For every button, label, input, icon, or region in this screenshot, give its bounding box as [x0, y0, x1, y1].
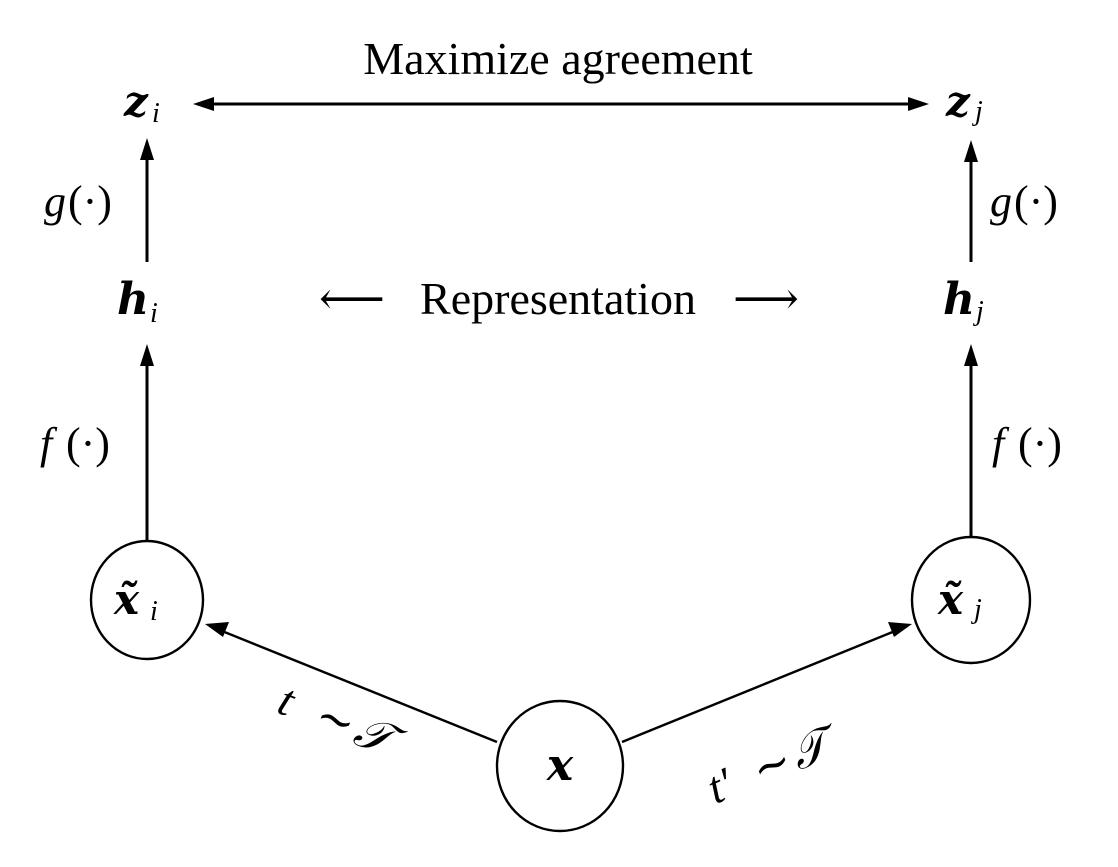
representation-label: ⟵ Representation ⟶ [319, 273, 799, 324]
arrow-h-i-to-z-i [140, 138, 154, 262]
node-h-i: h i [117, 274, 158, 329]
x-tilde-i-circle [89, 539, 205, 661]
g-left-fn: g [44, 177, 66, 226]
h-j-sub: j [973, 296, 984, 327]
agreement-arrow [193, 97, 929, 111]
node-z-i: z i [123, 77, 160, 129]
z-i-base: z [123, 77, 149, 126]
label-f-right: f (·) [992, 419, 1062, 468]
t-right-var: t′ [700, 757, 741, 813]
label-f-left: f (·) [40, 419, 110, 468]
representation-right-arrow: ⟶ [733, 273, 799, 324]
g-right-fn: g [990, 177, 1012, 226]
x-tilde-j-sub: j [971, 594, 982, 625]
z-i-sub: i [152, 98, 160, 129]
node-x-tilde-j: x̃ j [910, 535, 1032, 665]
h-i-sub: i [150, 298, 158, 329]
representation-left-arrow: ⟵ [319, 273, 385, 324]
x-tilde-j-base: x̃ [937, 575, 964, 624]
f-left-arg: (·) [66, 419, 110, 468]
arrow-x-to-x-tilde-j [621, 622, 912, 744]
label-t-left: t ∼ 𝒯 [271, 674, 412, 770]
arrowhead-left [193, 97, 214, 111]
arrow-h-j-to-z-j [964, 140, 978, 262]
g-right-arg: (·) [1014, 177, 1058, 226]
arrowhead-right [908, 97, 929, 111]
node-x: x [495, 699, 625, 833]
node-h-j: h j [943, 274, 984, 327]
z-j-sub: j [972, 96, 983, 127]
g-left-arg: (·) [68, 177, 112, 226]
node-x-tilde-i: x̃ i [89, 539, 205, 661]
arrow-x-tilde-i-to-h-i [140, 344, 154, 545]
f-right-arg: (·) [1018, 419, 1062, 468]
arrow-x-to-x-tilde-i [205, 622, 498, 744]
t-left-var: t [271, 674, 303, 727]
h-j-base: h [943, 274, 975, 325]
maximize-agreement-title: Maximize agreement [363, 33, 753, 84]
x-tilde-i-sub: i [150, 596, 158, 627]
representation-text: Representation [420, 273, 696, 324]
label-t-right: t′ ∼ 𝒯 [700, 714, 848, 813]
x-tilde-j-circle [910, 535, 1032, 665]
h-i-base: h [117, 274, 149, 325]
z-j-base: z [945, 77, 971, 126]
arrow-x-tilde-j-to-h-j [964, 344, 978, 540]
f-left-fn: f [40, 419, 58, 468]
x-base: x [546, 740, 574, 791]
x-circle [495, 699, 625, 833]
node-z-j: z j [945, 77, 983, 127]
label-g-left: g (·) [44, 177, 112, 226]
label-g-right: g (·) [990, 177, 1058, 226]
f-right-fn: f [992, 419, 1010, 468]
x-tilde-i-base: x̃ [113, 575, 140, 624]
